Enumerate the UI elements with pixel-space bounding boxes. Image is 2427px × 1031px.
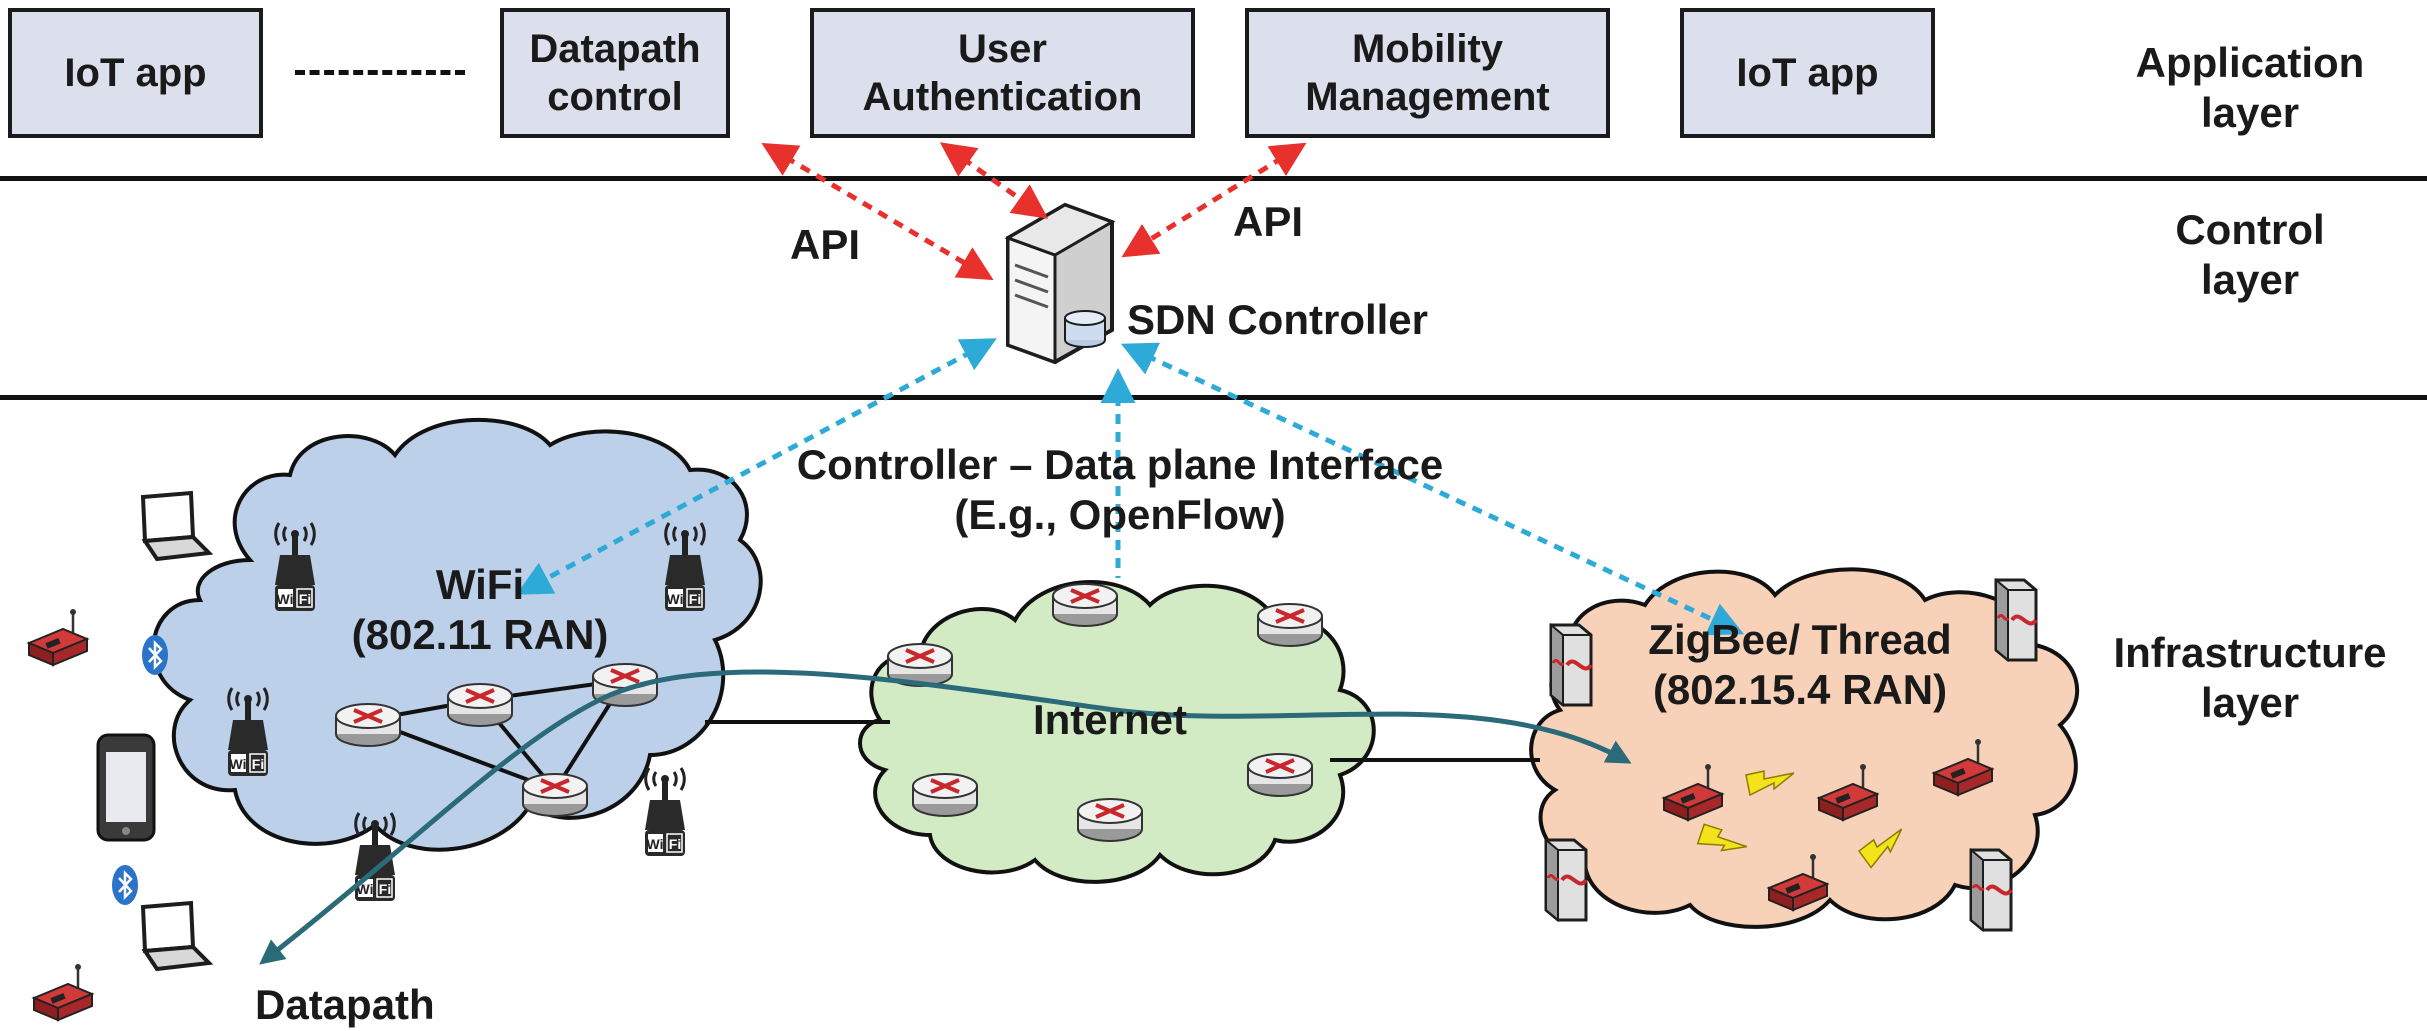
internet-router-1 — [1051, 582, 1119, 628]
sdn-controller-server-icon — [1004, 202, 1116, 365]
iot-app-left-label: IoT app — [64, 51, 207, 95]
internet-router-5 — [911, 772, 979, 818]
user-auth-label-2: Authentication — [862, 75, 1143, 119]
wifi-router-4 — [521, 772, 589, 818]
datapath-control-box: Datapath control — [500, 8, 730, 138]
internet-router-6 — [1076, 797, 1144, 843]
southbound-interface-arrows — [516, 338, 1745, 636]
wifi-access-point-4 — [643, 766, 687, 858]
zigbee-thread-label: ZigBee/ Thread (802.15.4 RAN) — [1648, 616, 1952, 713]
datapath-control-label-2: control — [547, 75, 683, 119]
application-layer-label: Application layer — [2135, 39, 2365, 136]
sensor-icon-left-top — [27, 607, 89, 667]
datapath-control-label-1: Datapath — [529, 27, 701, 71]
mobility-management-box: Mobility Management — [1245, 8, 1610, 138]
zigbee-gateway-server-1 — [1549, 623, 1593, 707]
laptop-icon-top — [141, 491, 211, 561]
infrastructure-layer-label: Infrastructure layer — [2113, 629, 2387, 726]
controller-interface-label: Controller – Data plane Interface (E.g.,… — [796, 441, 1444, 538]
wifi-router-2 — [446, 682, 514, 728]
internet-label: Internet — [1032, 696, 1187, 743]
laptop-icon-bottom — [141, 901, 211, 971]
control-layer-label: Control layer — [2175, 206, 2325, 303]
zigbee-gateway-server-3 — [1544, 838, 1588, 922]
datapath-label: Datapath — [255, 981, 435, 1028]
zigbee-gateway-server-4 — [1969, 848, 2013, 932]
mobility-label-2: Management — [1305, 75, 1550, 119]
user-authentication-box: User Authentication — [810, 8, 1195, 138]
wifi-network-label: WiFi (802.11 RAN) — [351, 561, 609, 658]
user-auth-label-1: User — [958, 27, 1047, 71]
mobility-label-1: Mobility — [1351, 27, 1504, 71]
wifi-router-1 — [334, 702, 402, 748]
ellipsis-dashes — [295, 70, 465, 75]
iot-app-box-right: IoT app — [1680, 8, 1935, 138]
sensor-icon-left-bottom — [32, 962, 94, 1022]
internet-router-4 — [1246, 752, 1314, 798]
zigbee-gateway-server-2 — [1994, 578, 2038, 662]
api-label-left: API — [790, 221, 861, 268]
iot-app-box-left: IoT app — [8, 8, 263, 138]
datapath-flow-arrow — [259, 669, 1632, 965]
bluetooth-icon-top — [140, 633, 170, 677]
iot-app-right-label: IoT app — [1736, 51, 1879, 95]
bluetooth-icon-bottom — [110, 863, 140, 907]
api-arrows — [761, 142, 1307, 281]
api-label-right: API — [1233, 198, 1304, 245]
sdn-controller-label: SDN Controller — [1127, 296, 1429, 343]
internet-router-3 — [1256, 602, 1324, 648]
smartphone-icon — [96, 733, 156, 842]
